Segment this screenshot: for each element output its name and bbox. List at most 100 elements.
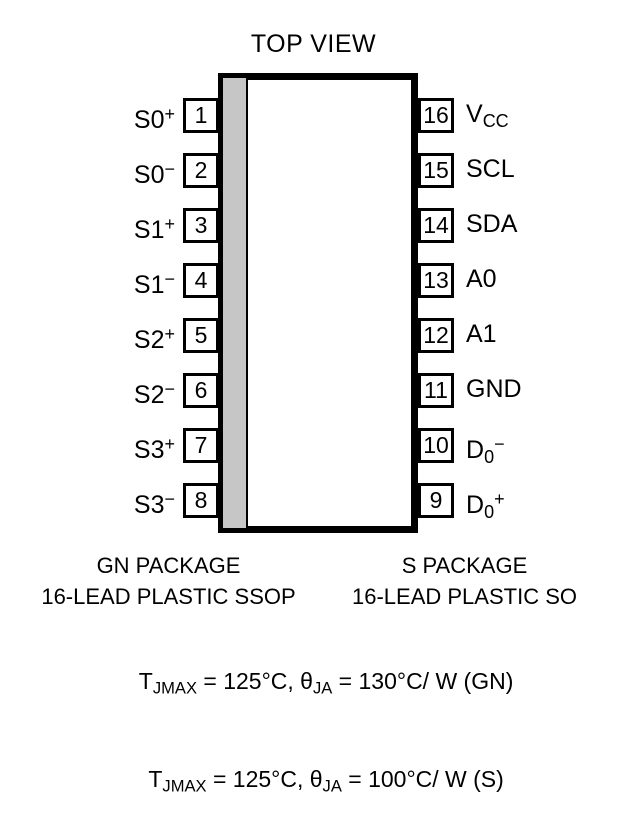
- pin-label-base: S1: [133, 271, 165, 300]
- tjmax-subscript-gn: JMAX: [152, 678, 197, 698]
- theta-subscript-s: JA: [322, 776, 342, 796]
- theta-value-s: = 100°C/ W (S): [341, 765, 504, 792]
- pin-label-superscript: −: [494, 434, 505, 454]
- pin-signal-label-14: SDA: [466, 208, 517, 243]
- pin-number-16: 16: [418, 98, 454, 133]
- pin-number-9: 9: [418, 483, 454, 518]
- pin-number-5: 5: [183, 318, 219, 353]
- pin-row: 12 A1: [418, 318, 618, 353]
- package-body-outline: [218, 73, 418, 533]
- pin-label-base: A0: [466, 265, 497, 293]
- pin-signal-label-11: GND: [466, 373, 522, 408]
- pin-label-superscript: +: [164, 214, 175, 234]
- pin-label-base: SCL: [466, 155, 515, 183]
- pin-row: 16 VCC: [418, 98, 618, 133]
- pin1-orientation-stripe: [223, 78, 248, 528]
- pin-label-superscript: +: [494, 489, 505, 509]
- page-title: TOP VIEW: [250, 30, 377, 58]
- pin-label-superscript: +: [164, 434, 175, 454]
- pin-row: 10 D0−: [418, 428, 618, 467]
- pin-label-base: S1: [133, 216, 165, 245]
- pin-label-base: S2: [133, 381, 165, 410]
- tjmax-value-s: = 125°C,: [206, 765, 310, 792]
- pin-label-base: S3: [133, 436, 165, 465]
- pin-number-6: 6: [183, 373, 219, 408]
- pin-signal-label-5: S2+: [133, 318, 175, 355]
- pin-label-superscript: −: [164, 269, 175, 289]
- package-description-right: 16-LEAD PLASTIC SO: [352, 584, 577, 609]
- pin-number-4: 4: [183, 263, 219, 298]
- pin-number-7: 7: [183, 428, 219, 463]
- pin-label-base: S2: [133, 326, 165, 355]
- pin-signal-label-2: S0−: [133, 153, 175, 190]
- package-captions: GN PACKAGE S PACKAGE 16-LEAD PLASTIC SSO…: [0, 550, 627, 612]
- thermal-spec-line-s: TJMAX = 125°C, θJA = 100°C/ W (S): [0, 734, 627, 831]
- tjmax-symbol-s: T: [148, 765, 163, 792]
- tjmax-subscript-s: JMAX: [162, 776, 207, 796]
- pin-number-13: 13: [418, 263, 454, 298]
- pin-signal-label-9: D0+: [466, 483, 505, 522]
- theta-value-gn: = 130°C/ W (GN): [332, 668, 514, 694]
- pin-signal-label-16: VCC: [466, 98, 509, 133]
- pin-signal-label-7: S3+: [133, 428, 175, 465]
- pin-label-superscript: −: [164, 489, 175, 509]
- pin-row: 14 SDA: [418, 208, 618, 243]
- pin-label-superscript: −: [164, 159, 175, 179]
- pin-label-base: D: [466, 491, 485, 520]
- pin-label-superscript: +: [164, 324, 175, 344]
- thermal-specifications: TJMAX = 125°C, θJA = 130°C/ W (GN) TJMAX…: [0, 636, 627, 831]
- pin-label-subscript: 0: [484, 502, 495, 523]
- pin-row: 11 GND: [418, 373, 618, 408]
- pin-signal-label-8: S3−: [133, 483, 175, 520]
- pin-label-base: A1: [466, 320, 497, 348]
- pin-signal-label-3: S1+: [133, 208, 175, 245]
- pin-signal-label-4: S1−: [133, 263, 175, 300]
- pin-signal-label-13: A0: [466, 263, 497, 298]
- pin-number-3: 3: [183, 208, 219, 243]
- pin-signal-label-10: D0−: [466, 428, 505, 467]
- package-description-left: 16-LEAD PLASTIC SSOP: [41, 584, 296, 609]
- pin-label-base: GND: [466, 375, 522, 403]
- pin-number-2: 2: [183, 153, 219, 188]
- pin-label-base: S0: [133, 161, 165, 190]
- pin-label-base: D: [466, 436, 485, 465]
- pin-signal-label-1: S0+: [133, 98, 175, 135]
- pin-label-superscript: −: [164, 379, 175, 399]
- tjmax-symbol-gn: T: [138, 668, 153, 694]
- pin-signal-label-6: S2−: [133, 373, 175, 410]
- pin-label-base: S3: [133, 491, 165, 520]
- pin-number-15: 15: [418, 153, 454, 188]
- tjmax-value-gn: = 125°C,: [196, 668, 301, 694]
- pin-number-8: 8: [183, 483, 219, 518]
- pin-label-superscript: +: [164, 104, 175, 124]
- pin-number-10: 10: [418, 428, 454, 463]
- thermal-spec-line-gn: TJMAX = 125°C, θJA = 130°C/ W (GN): [0, 636, 627, 734]
- pin-signal-label-15: SCL: [466, 153, 515, 188]
- pin-signal-label-12: A1: [466, 318, 497, 353]
- package-name-right: S PACKAGE: [401, 553, 528, 578]
- theta-subscript-gn: JA: [312, 678, 333, 698]
- pin-label-subscript: CC: [482, 111, 509, 132]
- pin-row: 15 SCL: [418, 153, 618, 188]
- pin-label-base: S0: [133, 106, 165, 135]
- pin-number-12: 12: [418, 318, 454, 353]
- pin-label-subscript: 0: [484, 447, 495, 468]
- pin-number-1: 1: [183, 98, 219, 133]
- package-name-left: GN PACKAGE: [96, 553, 241, 578]
- pin-label-base: V: [466, 100, 483, 128]
- theta-symbol-s: θ: [309, 765, 323, 792]
- pin-number-14: 14: [418, 208, 454, 243]
- pin-number-11: 11: [418, 373, 454, 408]
- pin-row: 13 A0: [418, 263, 618, 298]
- pin-label-base: SDA: [466, 210, 518, 238]
- theta-symbol-gn: θ: [300, 668, 313, 694]
